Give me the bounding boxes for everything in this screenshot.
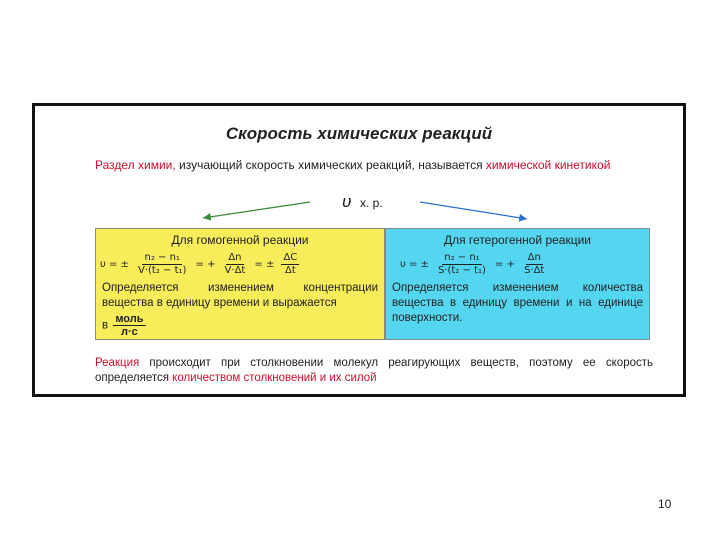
rate-symbol: υ — [342, 192, 352, 211]
heterogeneous-panel: Для гетерогенной реакции υ = ± n₂ − n₁ S… — [385, 228, 650, 340]
unit-num: моль — [113, 313, 146, 326]
homogeneous-heading: Для гомогенной реакции — [171, 233, 309, 247]
fraction-1-den: S·(t₂ − t₁) — [438, 265, 486, 276]
fraction-1-num: n₂ − n₁ — [442, 252, 482, 265]
homogeneous-formula: υ = ± n₂ − n₁ V·(t₂ − t₁) = + Δn V·Δt = … — [100, 252, 301, 277]
fraction-3: ΔC Δt — [281, 252, 300, 277]
footer-middle: происходит при столкновении молекул реаг… — [95, 357, 653, 384]
formula-lhs: υ = ± — [100, 259, 129, 270]
slide-frame: Скорость химических реакций Раздел химии… — [32, 103, 686, 397]
fraction-2-num: Δn — [226, 252, 244, 265]
intro-term: химической кинетикой — [485, 158, 611, 172]
fraction-1-num: n₂ − n₁ — [142, 252, 182, 265]
fraction-2: Δn V·Δt — [223, 252, 248, 277]
heterogeneous-description: Определяется изменением количества вещес… — [392, 282, 643, 324]
intro-middle: изучающий скорость химических реакций, н… — [175, 158, 486, 172]
footer-term: количеством столкновений и их силой — [172, 372, 377, 384]
arrow-left — [202, 201, 311, 221]
homogeneous-units: в моль л·с — [102, 313, 148, 338]
unit-fraction: моль л·с — [113, 313, 146, 338]
unit-prefix: в — [102, 319, 109, 332]
fraction-2: Δn S·Δt — [522, 252, 546, 277]
intro-prefix: Раздел химии, — [95, 158, 176, 172]
page-number: 10 — [658, 497, 672, 511]
homogeneous-panel: Для гомогенной реакции υ = ± n₂ − n₁ V·(… — [95, 228, 385, 340]
homogeneous-description: Определяется изменением концентрации вещ… — [102, 282, 378, 309]
heterogeneous-formula: υ = ± n₂ − n₁ S·(t₂ − t₁) = + Δn S·Δt — [400, 252, 548, 277]
slide-title: Скорость химических реакций — [225, 124, 493, 143]
footer-text: Реакция происходит при столкновении моле… — [95, 356, 653, 386]
footer-prefix: Реакция — [95, 357, 140, 369]
rate-label: х. р. — [360, 196, 383, 210]
formula-lhs: υ = ± — [400, 259, 429, 270]
intro-text: Раздел химии, изучающий скорость химичес… — [95, 158, 610, 172]
arrow-right — [419, 201, 528, 222]
fraction-3-den: Δt — [284, 265, 296, 276]
fraction-1: n₂ − n₁ V·(t₂ − t₁) — [136, 252, 188, 277]
fraction-1-den: V·(t₂ − t₁) — [138, 265, 187, 276]
formula-eq3: = ± — [254, 259, 275, 270]
formula-eq2: = + — [495, 259, 515, 270]
fraction-1: n₂ − n₁ S·(t₂ − t₁) — [436, 252, 488, 277]
formula-eq2: = + — [195, 259, 216, 270]
heterogeneous-heading: Для гетерогенной реакции — [443, 233, 592, 247]
fraction-2-den: V·Δt — [224, 265, 246, 276]
fraction-2-den: S·Δt — [524, 265, 545, 276]
fraction-2-num: Δn — [525, 252, 543, 265]
fraction-3-num: ΔC — [281, 252, 300, 265]
branch-arrows — [202, 201, 528, 222]
unit-den: л·с — [121, 326, 138, 338]
